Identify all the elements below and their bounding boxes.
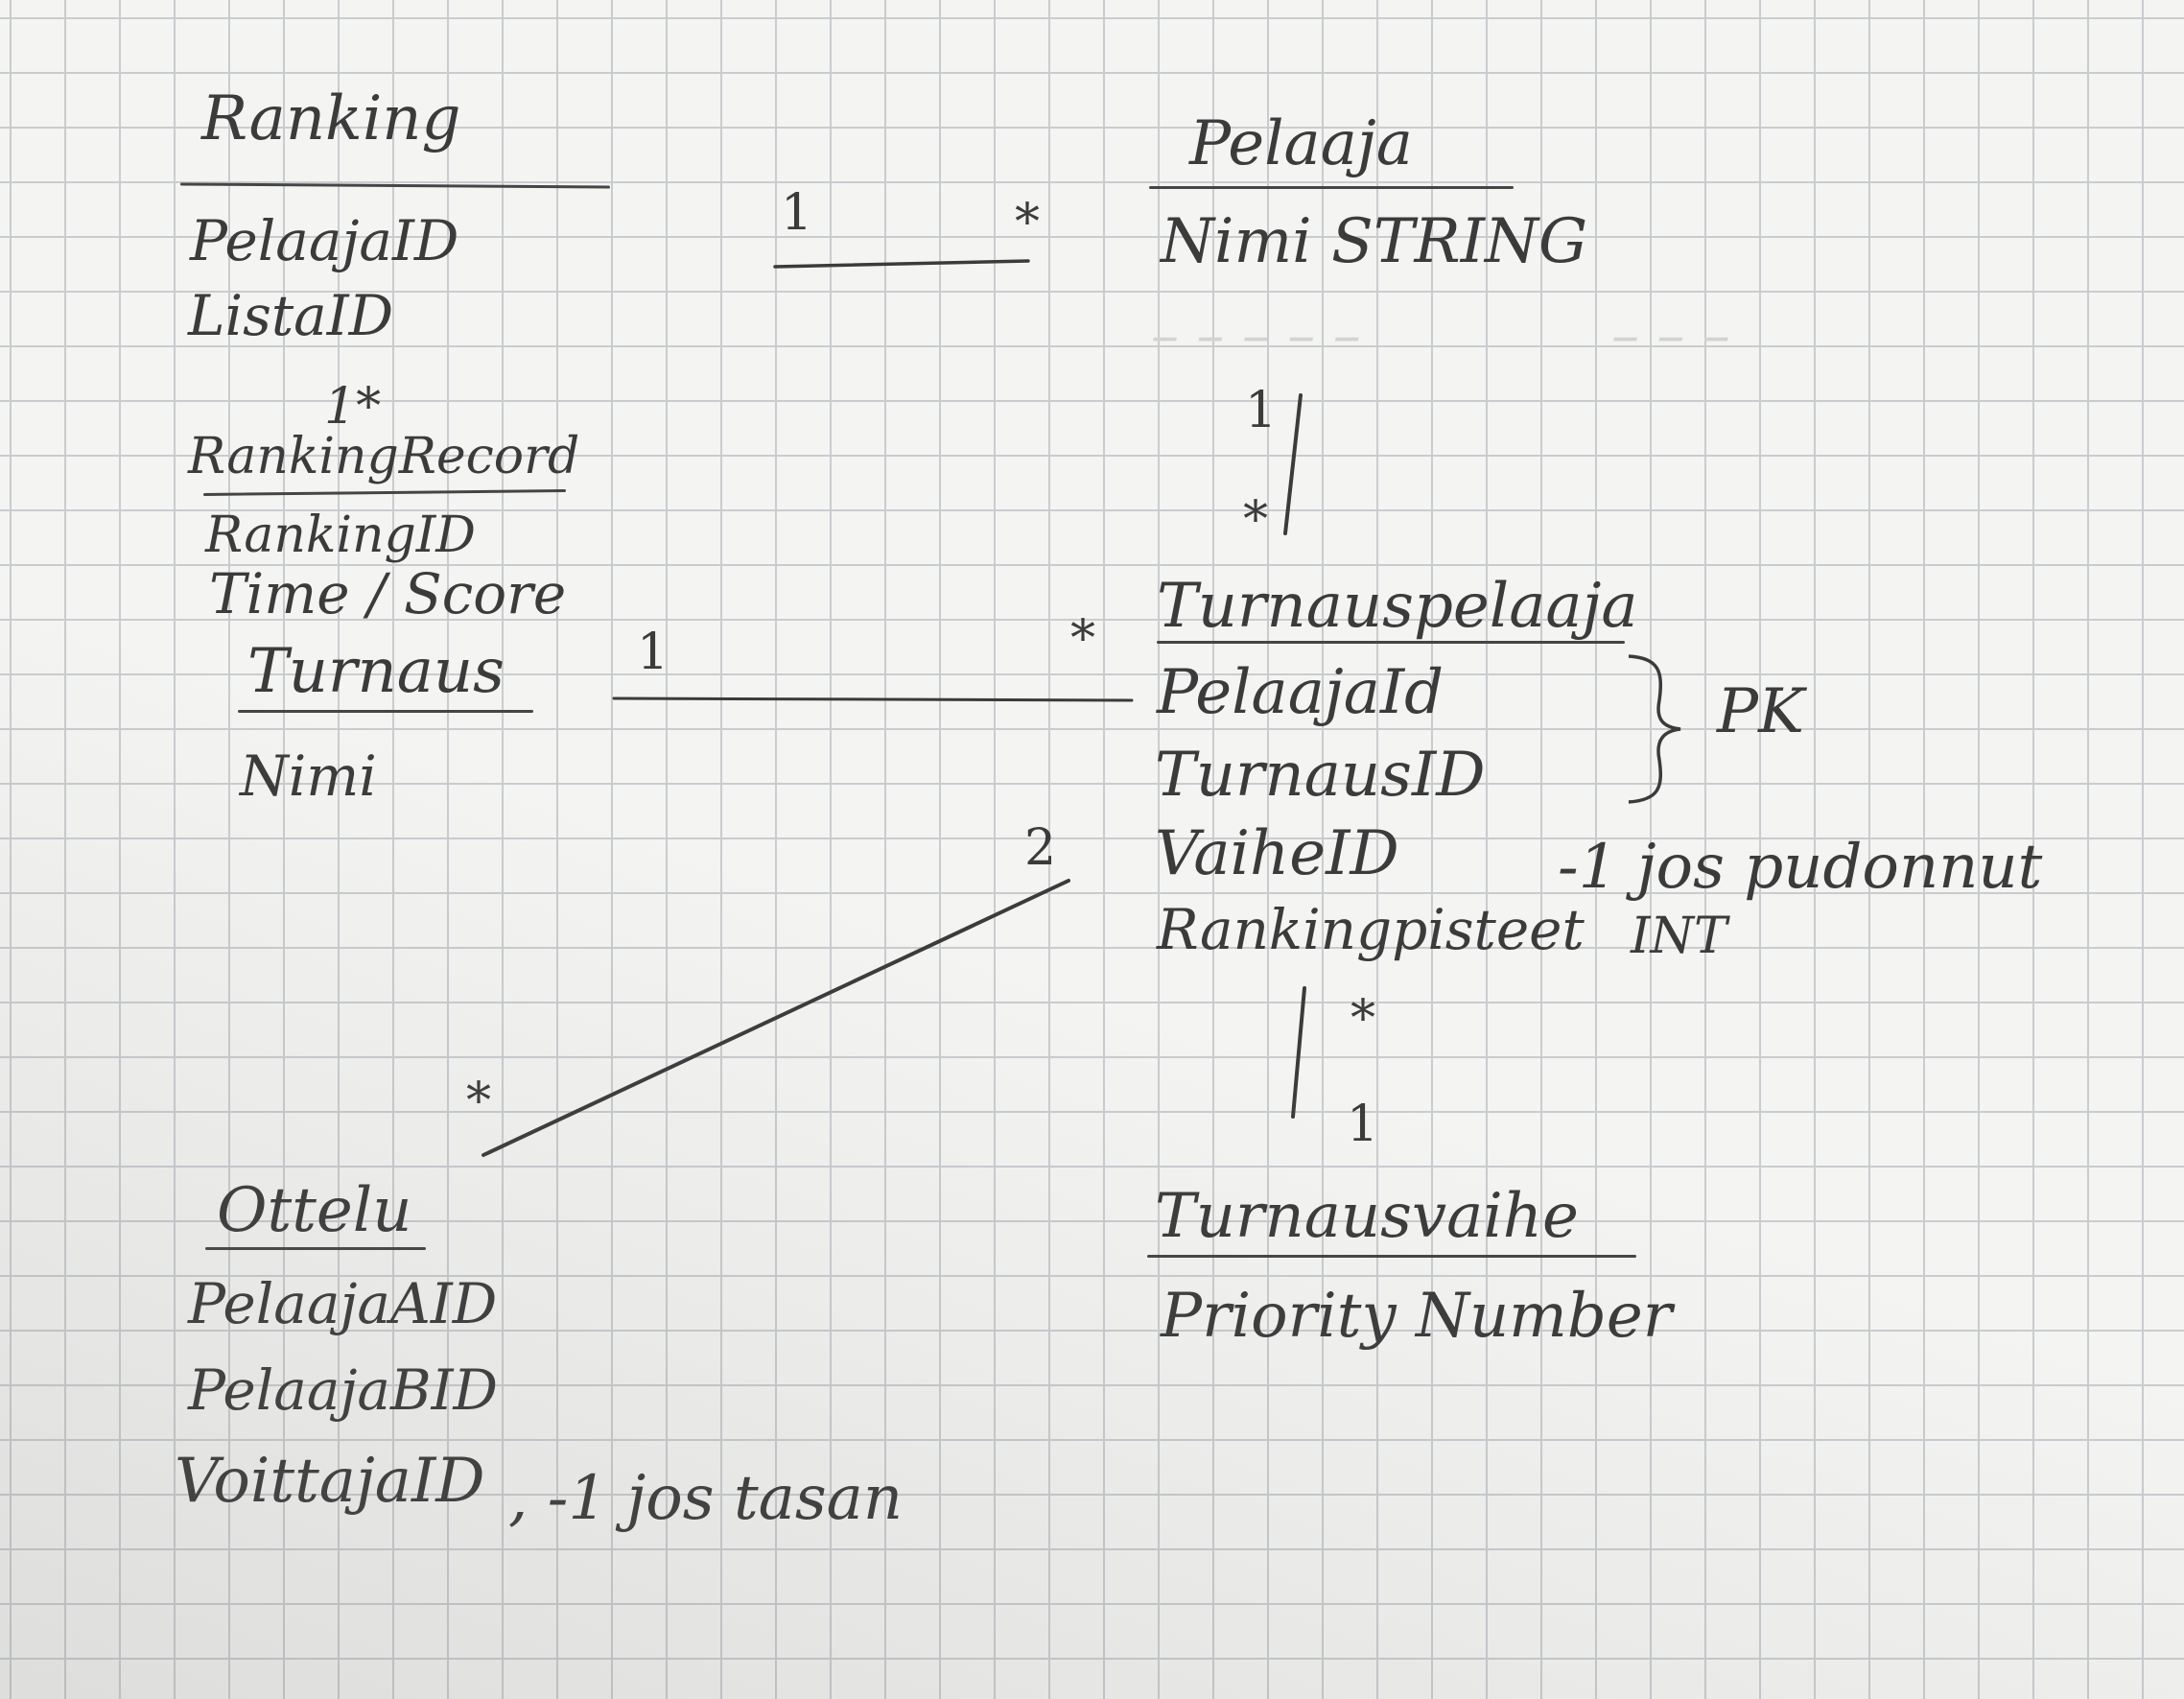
multiplicity-label: 1 <box>1347 1096 1379 1153</box>
multiplicity-label: 1* <box>324 378 382 436</box>
bleed-through-text: – – – <box>1611 302 1730 367</box>
entity-title: Ranking <box>201 83 461 154</box>
multiplicity-label: * <box>1015 194 1040 251</box>
entity-attribute: PelaajaAID <box>188 1271 498 1336</box>
entity-header-line <box>1147 1255 1636 1258</box>
entity-attribute: Priority Number <box>1161 1281 1673 1352</box>
entity-header-line <box>205 1247 426 1250</box>
entity-attribute: Time / Score <box>209 561 567 626</box>
relation-ranking-pelaaja <box>773 259 1030 269</box>
entity-attribute: VaiheID <box>1155 818 1399 889</box>
relation-pelaaja-turnauspelaaja <box>1283 393 1303 535</box>
annotation-note: INT <box>1631 908 1727 965</box>
multiplicity-label: * <box>466 1073 491 1130</box>
relation-ottelu-turnauspelaaja <box>481 879 1070 1157</box>
multiplicity-label: 1 <box>637 624 669 681</box>
bleed-through-text: – – – – – <box>1151 302 1361 367</box>
entity-attribute: Rankingpisteet <box>1157 897 1585 962</box>
multiplicity-label: * <box>1070 610 1095 668</box>
relation-turnaus-turnauspelaaja <box>612 696 1134 702</box>
multiplicity-label: 1 <box>781 184 813 242</box>
entity-attribute: Nimi <box>240 743 377 809</box>
entity-attribute: ListaID <box>188 283 394 348</box>
multiplicity-label: 1 <box>1245 382 1278 439</box>
entity-title: Turnaus <box>247 636 505 707</box>
entity-attribute: Nimi STRING <box>1161 206 1588 277</box>
pk-label: PK <box>1717 676 1804 747</box>
multiplicity-label: * <box>1350 990 1375 1048</box>
relation-turnauspelaaja-turnausvaihe <box>1291 986 1306 1119</box>
entity-title: Turnausvaihe <box>1155 1181 1579 1252</box>
entity-title: RankingRecord <box>188 428 580 485</box>
entity-title: Turnauspelaaja <box>1157 571 1638 642</box>
entity-title: Ottelu <box>217 1175 412 1246</box>
entity-header-line <box>1157 641 1625 644</box>
entity-attribute: PelaajaID <box>190 208 459 273</box>
multiplicity-label: * <box>1243 491 1268 549</box>
entity-attribute: PelaajaBID <box>188 1357 499 1423</box>
entity-attribute: VoittajaID <box>175 1446 485 1517</box>
entity-header-line <box>238 710 533 713</box>
entity-attribute: TurnausID <box>1155 740 1486 811</box>
pk-brace <box>1628 654 1681 804</box>
entity-attribute: PelaajaId <box>1157 657 1444 728</box>
annotation-note: , -1 jos tasan <box>508 1463 904 1534</box>
multiplicity-label: 2 <box>1024 819 1057 877</box>
entity-attribute: RankingID <box>205 507 476 564</box>
entity-title: Pelaaja <box>1189 108 1413 179</box>
entity-header-line <box>1149 186 1514 189</box>
annotation-note: -1 jos pudonnut <box>1558 832 2043 903</box>
